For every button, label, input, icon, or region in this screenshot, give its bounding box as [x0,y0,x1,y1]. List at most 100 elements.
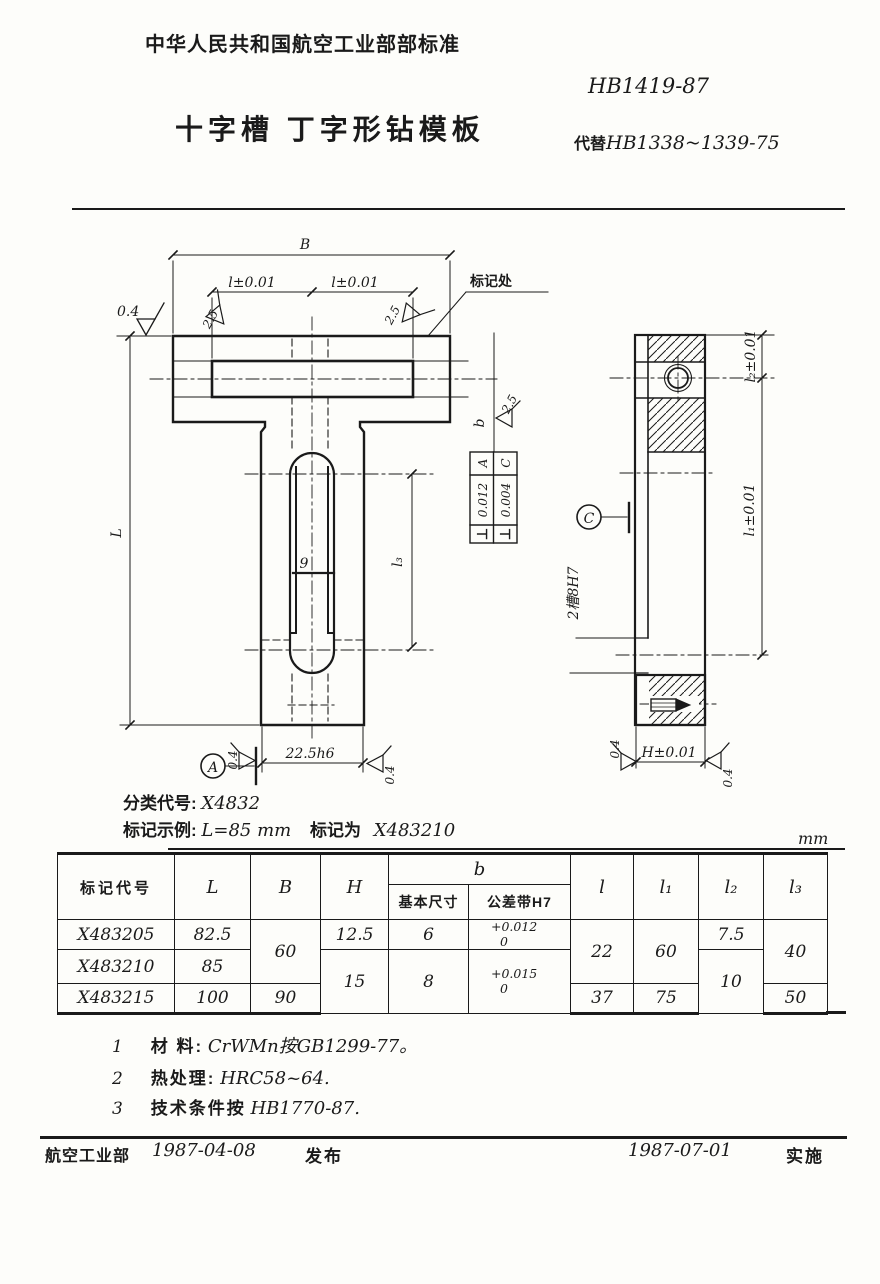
unit-label: mm [798,829,829,848]
supersedes-note: 代替HB1338~1339-75 [574,130,780,154]
cell-H-r2: 15 [320,949,389,1014]
fcf1-datum: A [476,458,490,468]
dim-l3: l₃ [390,557,406,567]
finish-bottom-right-value: 0.4 [383,765,397,784]
dim-H: H±0.01 [640,745,696,761]
slot-finish-value: 2.5 [498,392,520,416]
marking-example-line: 标记示例: L=85 mm 标记为 X483210 [123,816,455,841]
surface-finish-slot-left-icon [204,289,225,325]
cell-l2-r1: 7.5 [698,919,764,950]
finish-slot-left-value: 2.5 [199,307,221,331]
footer-org: 航空工业部 [45,1148,131,1165]
example-label2: 标记为 [309,821,361,840]
spec-table: 标记代号 L B H b l l₁ l₂ l₃ 基本尺寸 公差带H7 X4832… [57,852,828,1015]
cell-L-r1: 82.5 [174,919,251,950]
cell-l3-r3: 50 [763,983,828,1015]
cell-b-basic-r1: 6 [388,919,469,950]
cell-b-basic-r2: 8 [388,949,469,1014]
dim-l2: l₂±0.01 [743,330,759,383]
example-value2: X483210 [373,820,456,841]
datum-a-symbol [200,742,258,786]
cell-b-tol-r1: +0.012 0 [468,919,571,950]
surface-finish-top-icon [135,302,165,337]
fcf2-symbol: ⊥ [497,528,513,540]
footer-release-date: 1987-04-08 [152,1140,256,1161]
tol-upper-r1: +0.012 [491,919,538,935]
cell-L-r3: 100 [174,983,251,1015]
slot-width-label: b [472,418,488,427]
feature-control-frame [469,451,518,544]
cell-l3-r1: 40 [763,919,828,984]
front-hidden-lines [261,338,364,722]
cell-H-r1: 12.5 [320,919,389,950]
col-header-l1: l₁ [633,852,699,920]
front-centerlines [149,316,498,740]
slot-width-callout [493,332,521,452]
col-header-B: B [250,852,321,920]
front-view [116,249,549,786]
cell-code-r1: X483205 [57,919,175,950]
supersedes-prefix: 代替 [574,136,607,153]
table-top-extension-line [168,848,845,850]
finish-top-value: 0.4 [117,304,139,320]
side-dimensions [569,329,775,769]
mark-spot-leader [427,291,549,337]
table-bottom-extension-line [826,1011,846,1014]
surface-finish-slot-right-icon [401,301,436,323]
datum-c-symbol [576,501,631,534]
dim-B: B [299,237,310,253]
dim-9: 9 [300,556,309,572]
note-tech-conditions: 3 技术条件按 HB1770-87. [112,1094,360,1119]
supersedes-value: HB1338~1339-75 [606,132,780,154]
example-value: L=85 mm [201,820,292,841]
cell-B-r3: 90 [250,983,321,1015]
dim-l-left: l±0.01 [228,275,275,291]
footer-release-label: 发布 [305,1147,343,1166]
col-header-l2: l₂ [698,852,764,920]
col-header-H: H [320,852,389,920]
note3-num: 3 [112,1099,123,1119]
note1-num: 1 [112,1037,123,1057]
cell-l2-r2: 10 [698,949,764,1014]
header-divider [72,208,845,210]
cell-code-r3: X483215 [57,983,175,1015]
surface-finish-side-right-icon [704,742,730,771]
datum-a-label: A [206,760,218,776]
footer-divider [40,1136,847,1139]
front-outline [171,334,469,727]
note1-text: CrWMn按GB1299-77。 [207,1036,418,1057]
note3-text: HB1770-87. [250,1098,360,1119]
note-material: 1 材 料: CrWMn按GB1299-77。 [112,1032,417,1058]
classification-line: 分类代号: X4832 [123,789,260,814]
locating-pin [650,698,692,712]
fcf2-datum: C [499,458,513,467]
finish-side-left-value: 0.4 [608,739,622,758]
fcf2-value: 0.004 [499,483,513,517]
mark-spot-label: 标记处 [469,273,513,289]
front-dimensions [116,249,456,773]
col-header-l: l [570,852,634,920]
datum-c-label: C [584,511,595,527]
slots-label: 2槽8H7 [566,566,582,620]
tol-lower-r2: 0 [500,980,508,996]
footer-impl-label: 实施 [786,1147,824,1166]
cell-B-r1: 60 [250,919,321,984]
page-title: 十字槽 丁字形钻模板 [175,114,485,145]
cell-l-r3: 37 [570,983,634,1015]
cell-l-r1: 22 [570,919,634,984]
side-hatching [648,335,705,725]
standard-org-title: 中华人民共和国航空工业部部标准 [145,34,460,56]
dim-l-right: l±0.01 [331,275,378,291]
col-header-b-basic: 基本尺寸 [388,884,469,920]
col-header-code: 标记代号 [57,852,175,920]
cell-l1-r1: 60 [633,919,699,984]
technical-drawing: B l±0.01 l±0.01 0.4 标记处 L 9 l₃ 2.5 2.5 b… [109,237,775,788]
finish-bottom-left-value: 0.4 [226,750,240,769]
footer-impl-date: 1987-07-01 [628,1140,732,1161]
note-heat-treatment: 2 热处理: HRC58~64. [112,1064,330,1089]
dim-l1: l₁±0.01 [742,484,758,537]
note2-text: HRC58~64. [220,1068,330,1089]
side-outline [633,333,707,727]
note3-label: 技术条件按 [150,1099,246,1118]
